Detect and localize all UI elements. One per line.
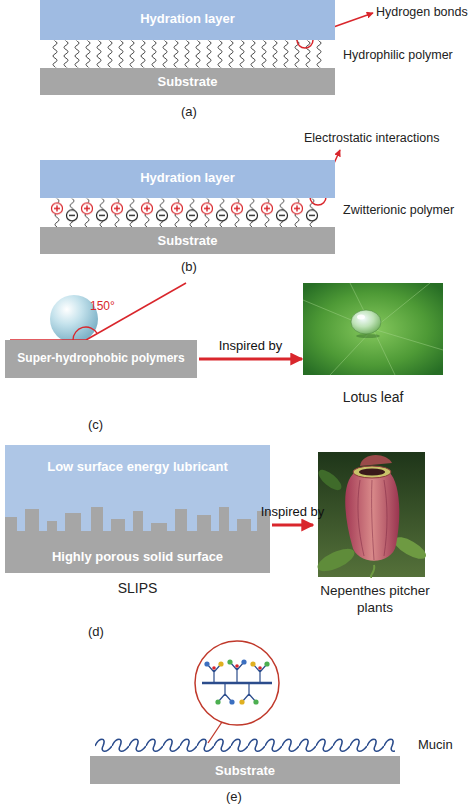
sugar-residue	[258, 666, 262, 670]
substrate-band: Substrate	[40, 227, 335, 254]
porous-solid	[5, 507, 270, 573]
porous-surface: Highly porous solid surface	[5, 505, 270, 573]
sugar-residue	[215, 699, 220, 704]
water-shadow	[356, 334, 380, 338]
panel-label: (c)	[88, 417, 103, 433]
water-highlight	[357, 315, 365, 320]
water-bead	[351, 310, 381, 334]
zoom-circle	[195, 641, 279, 725]
node-caption: SLIPS	[5, 580, 270, 598]
node-label: Substrate	[90, 763, 400, 779]
sugar-residue	[212, 666, 216, 670]
polymer-brush	[50, 41, 325, 68]
sugar-residues	[204, 659, 269, 704]
annotation-label: Zwitterionic polymer	[343, 203, 454, 218]
pitcher-mouth	[359, 469, 385, 476]
node-caption: Lotus leaf	[303, 389, 443, 407]
panel-label: (a)	[181, 104, 197, 120]
sugar-residue	[250, 661, 255, 666]
pitcher-stripe	[372, 480, 374, 560]
glycan-chains	[207, 662, 267, 702]
node-label: Low surface energy lubricant	[5, 459, 270, 475]
sugar-residue	[241, 659, 246, 664]
angle-arc	[73, 327, 97, 340]
substrate-band: Substrate	[40, 68, 335, 95]
panel-label: (d)	[88, 624, 104, 640]
panel-label: (b)	[181, 259, 197, 275]
glycan-chain	[253, 664, 267, 683]
substrate-band: Substrate	[90, 756, 400, 784]
edge-label: Inspired by	[233, 504, 353, 520]
pitcher-stripes	[358, 480, 387, 560]
tangent-line	[86, 283, 186, 340]
node-label: Substrate	[40, 233, 335, 249]
inspiration-arrow	[272, 524, 313, 527]
sugar-residue	[264, 661, 269, 666]
glycan-chain	[207, 664, 221, 683]
slips-surface: SLIPS Low surface energy lubricantHighly …	[5, 445, 270, 597]
plant-leaf	[314, 544, 357, 575]
superhydrophobic-surface: Super-hydrophobic polymers	[5, 340, 197, 378]
pitcher-lid	[360, 455, 392, 466]
leaf-veins	[303, 283, 443, 375]
lotus-leaf-image	[303, 283, 443, 375]
annotation-label: Hydrogen bonds	[376, 5, 468, 20]
hydration-layer: Hydration layer	[40, 160, 335, 198]
angle-value: 150°	[90, 299, 115, 313]
glycan-chain	[230, 662, 244, 683]
lubricant-layer: Low surface energy lubricant	[5, 445, 270, 505]
glycan-chain	[242, 683, 256, 702]
pitcher-plant-photo: Nepenthes pitcher plants	[314, 452, 436, 620]
pitcher-rim	[353, 466, 391, 478]
leaf-vein	[373, 329, 443, 350]
node-label: Hydration layer	[40, 170, 335, 186]
node-caption: Nepenthes pitcher plants	[314, 583, 436, 617]
node-label: Hydration layer	[40, 11, 335, 27]
hydration-layer: Hydration layer	[40, 0, 335, 40]
sugar-residue	[204, 661, 209, 666]
sugar-residue	[253, 699, 258, 704]
node-label: Substrate	[40, 74, 335, 90]
edge-label: Inspired by	[191, 338, 311, 354]
zwitterionic-brush	[50, 199, 320, 228]
glycan-chain	[218, 683, 232, 702]
panel-label: (e)	[226, 789, 242, 805]
sugar-residue	[235, 664, 239, 668]
sugar-residue	[239, 699, 244, 704]
node-label: Super-hydrophobic polymers	[5, 351, 197, 366]
pitcher-tendril	[371, 565, 374, 577]
lotus-leaf-photo: Lotus leaf	[303, 283, 443, 408]
pitcher-body	[345, 472, 399, 561]
annotation-label: Mucin	[418, 737, 453, 753]
leaf-vein	[373, 283, 430, 329]
sugar-residue	[229, 699, 234, 704]
pitcher-stripe	[384, 480, 387, 556]
mucin-coating	[95, 736, 395, 756]
annotation-label: Electrostatic interactions	[304, 131, 439, 146]
sugar-residue	[218, 661, 223, 666]
node-label: Highly porous solid surface	[5, 549, 270, 565]
sugar-residue	[227, 659, 232, 664]
inspiration-arrow	[199, 358, 302, 361]
annotation-label: Hydrophilic polymer	[343, 48, 453, 63]
pitcher-stripe	[358, 480, 364, 556]
plant-leaf	[315, 466, 344, 493]
